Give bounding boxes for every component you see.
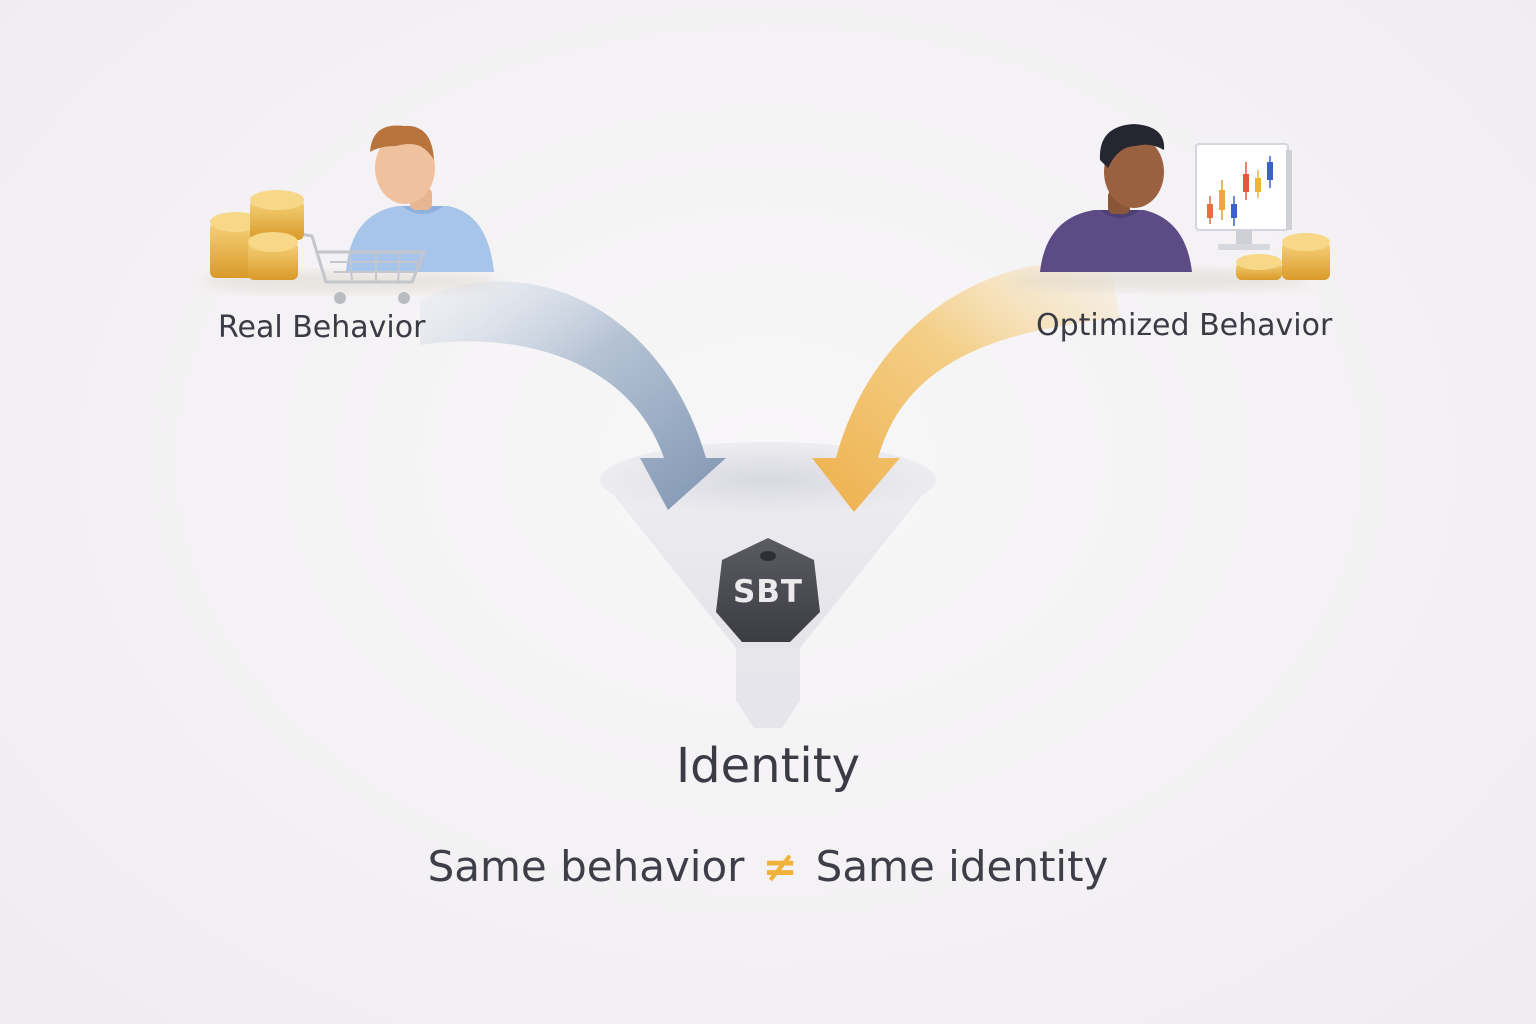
- tagline-right: Same identity: [815, 842, 1109, 891]
- person-with-shopping-cart-and-coins-icon: [200, 125, 500, 304]
- identity-label: Identity: [676, 738, 860, 794]
- shopping-cart-icon: [299, 232, 427, 304]
- tagline-left: Same behavior: [427, 842, 745, 891]
- candlestick-chart-monitor-icon: [1195, 143, 1292, 250]
- coin-stack-icon: [210, 190, 304, 280]
- person-with-candlestick-chart-and-coins-icon: [1010, 124, 1330, 290]
- real-behavior-arrow: [420, 281, 726, 510]
- not-equal-icon: ≠: [762, 842, 798, 891]
- sbt-token-label: SBT: [732, 574, 804, 610]
- optimized-behavior-label: Optimized Behavior: [1036, 308, 1333, 343]
- real-behavior-label: Real Behavior: [218, 310, 426, 345]
- tagline: Same behavior ≠ Same identity: [0, 842, 1536, 891]
- hexagon-token-icon: [716, 538, 820, 642]
- optimized-behavior-arrow: [812, 260, 1120, 512]
- coin-stack-icon: [1236, 233, 1330, 280]
